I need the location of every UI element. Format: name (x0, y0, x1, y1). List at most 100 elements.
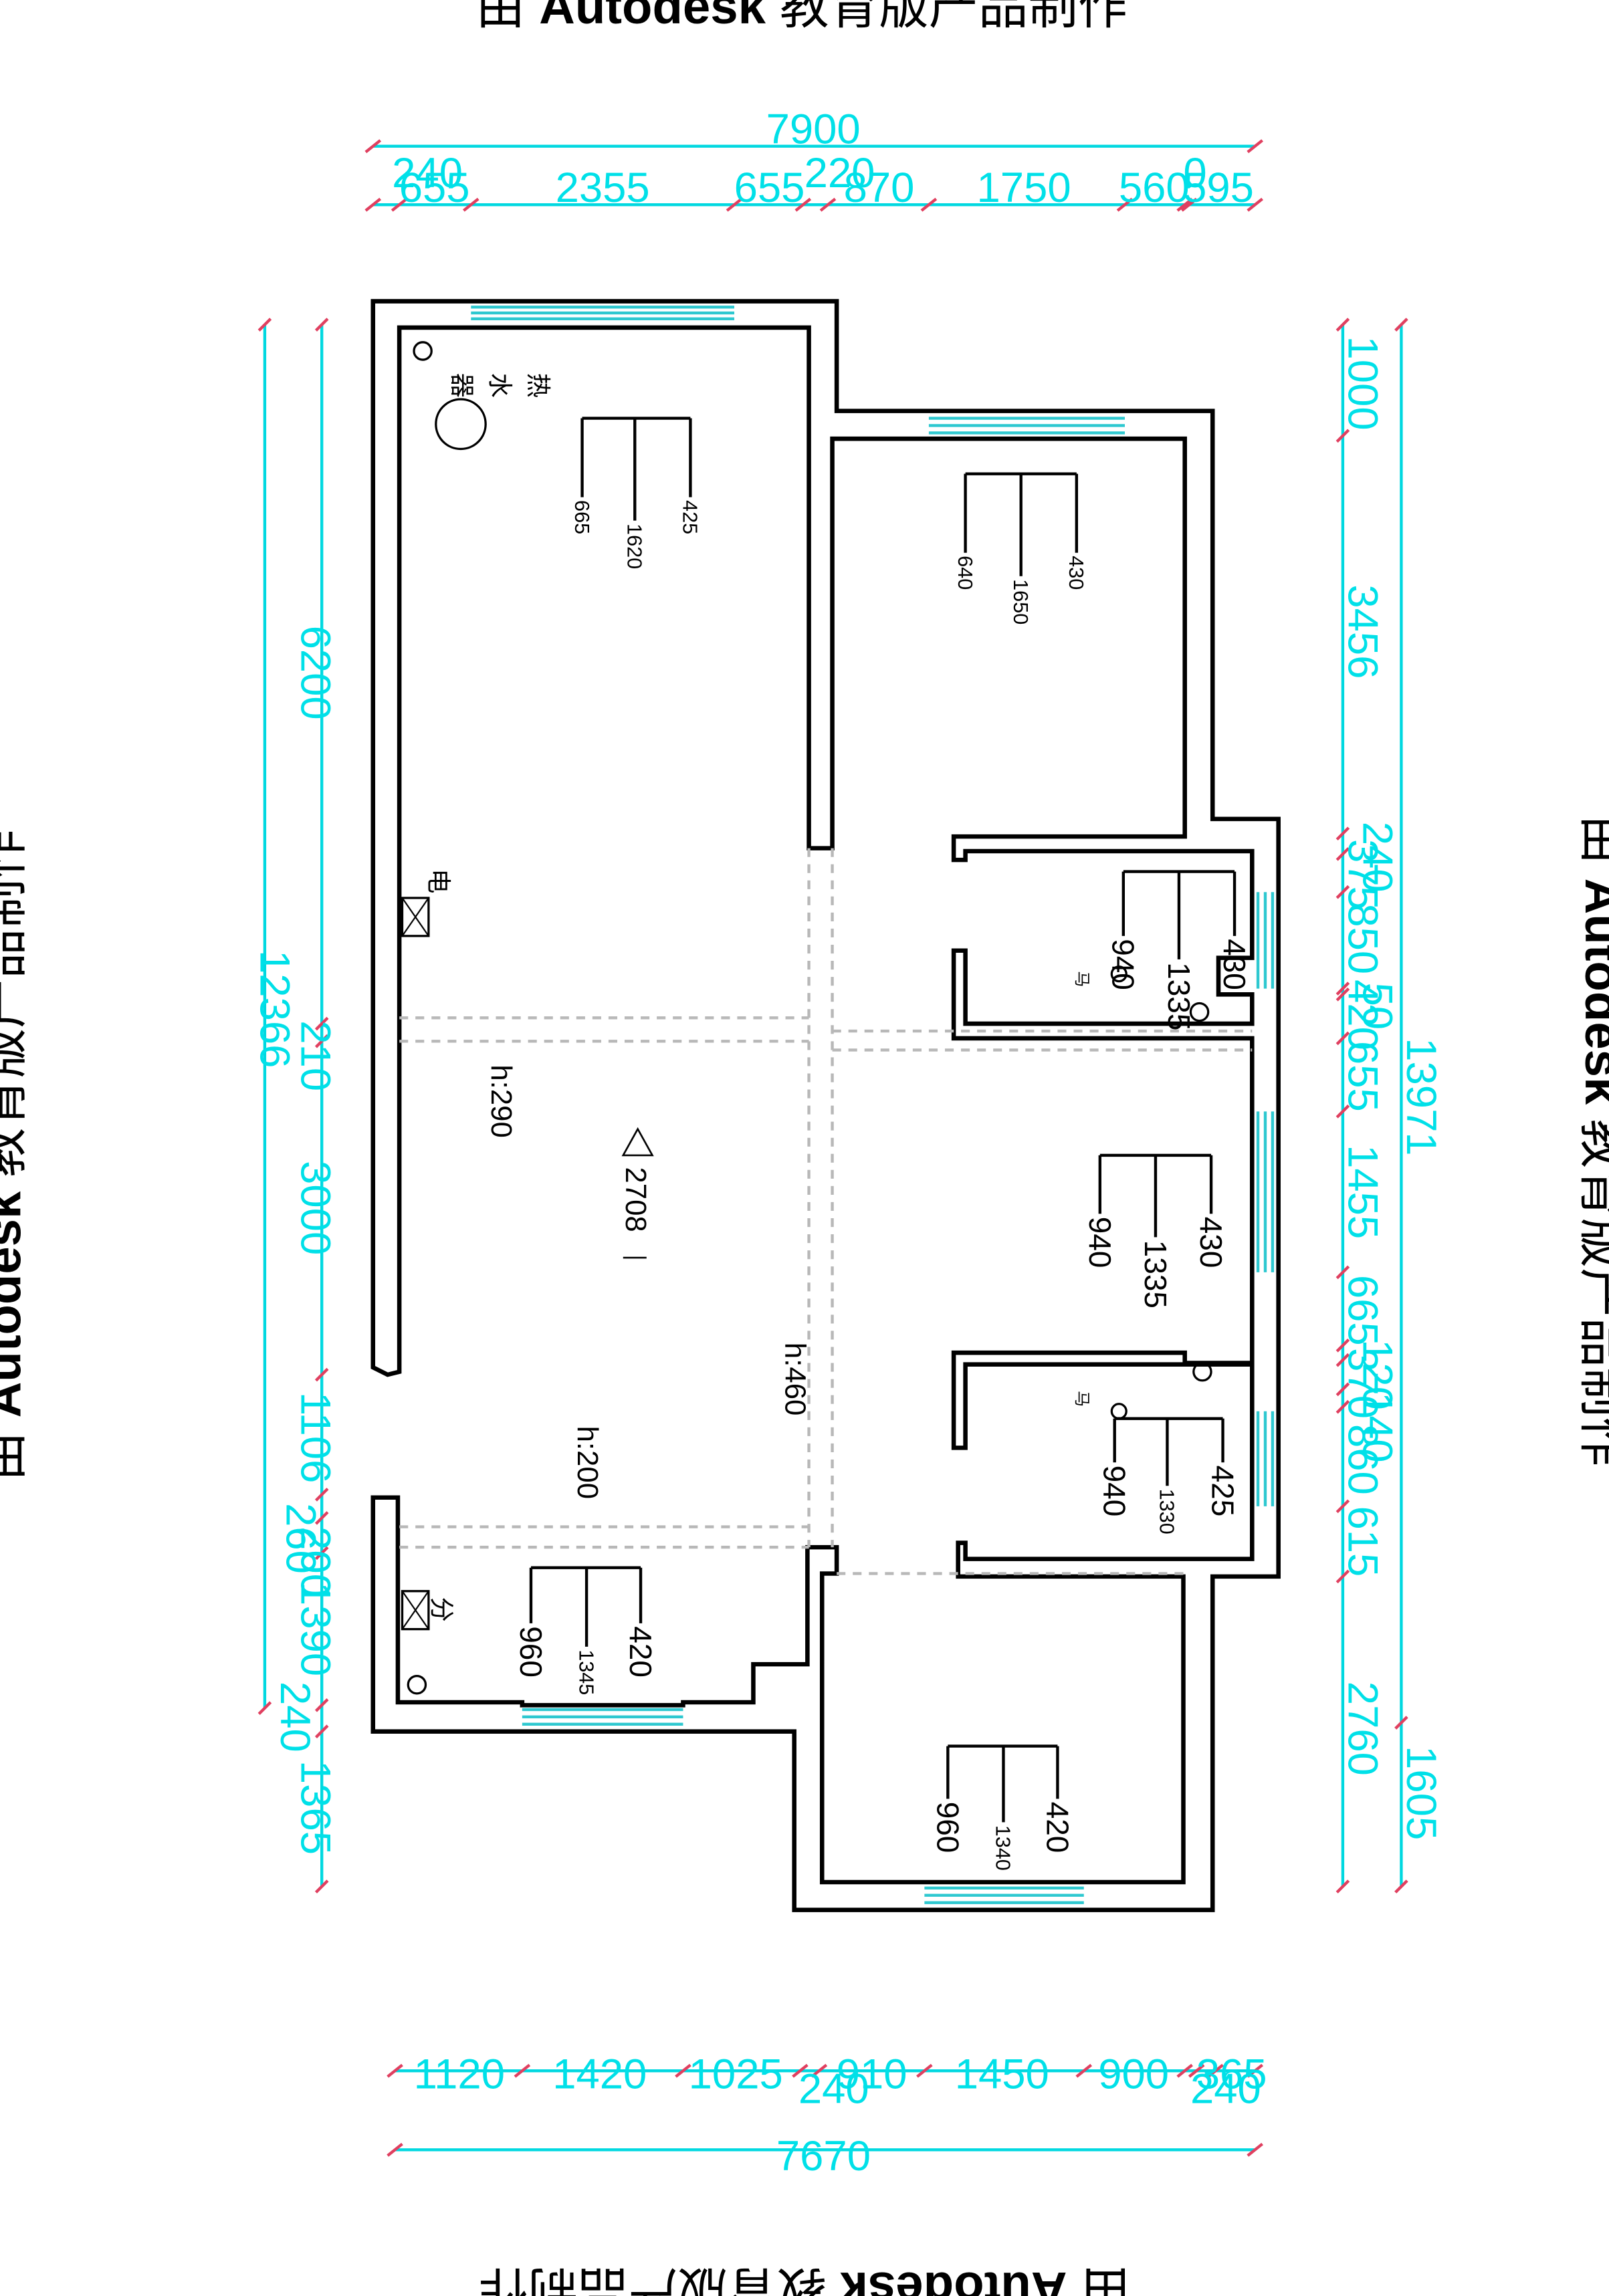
bottom-seg-3: 240 (798, 2065, 869, 2112)
left-seg-0: 6200 (292, 626, 339, 720)
fixture-value-right: 430 (1194, 1217, 1228, 1268)
fixture-value-right: 425 (1205, 1466, 1240, 1517)
right-seg-4: 850 (1339, 903, 1386, 974)
left-dimension-chain: 12366 6200 210 3000 1106 260 200 1390 24… (251, 318, 339, 1893)
left-seg-5: 200 (292, 1526, 339, 1597)
top-seg-5: 870 (844, 164, 915, 211)
right-seg-3: 375 (1339, 839, 1386, 910)
bottom-seg-0: 1120 (414, 2051, 505, 2097)
right-total-label: 13971 (1398, 1038, 1444, 1155)
right-subtotal-label: 1605 (1398, 1746, 1444, 1840)
fixture-value-mid: 1330 (1156, 1489, 1178, 1534)
right-seg-12: 140 (1354, 1392, 1401, 1463)
fixture-value-mid: 1335 (1138, 1240, 1173, 1308)
left-total-label: 12366 (251, 950, 298, 1068)
toilet-drain-icon (1110, 965, 1128, 983)
dashed-boundaries (399, 848, 1253, 1575)
water-heater-icon (435, 398, 487, 451)
height-h200: h:200 (571, 1426, 604, 1499)
fixture-value-right: 430 (1065, 556, 1087, 590)
watermark-top: 由 Autodesk 教育版产品制作 (475, 0, 1128, 34)
top-dimension-chain: 7900 240 655 2355 655 220 870 1750 560 0… (364, 106, 1263, 212)
watermark-left: 由 Autodesk 教育版产品制作 (0, 829, 31, 1481)
label-toilet-1: 马 (1073, 971, 1091, 987)
watermark-bottom: 由 Autodesk 教育版产品制作 (478, 2262, 1130, 2296)
fixture-value-mid: 1335 (1162, 962, 1196, 1030)
fixture-value-left: 640 (954, 556, 976, 590)
toilet-drain-icon (1110, 1403, 1128, 1420)
right-seg-6: 420 (1339, 980, 1386, 1050)
height-h290: h:290 (485, 1064, 518, 1137)
top-seg-1: 655 (399, 164, 470, 211)
right-seg-7: 655 (1339, 1041, 1386, 1112)
walls (370, 299, 1281, 1912)
right-dimension-chain: 1000 3456 240 375 850 50 420 655 1455 66… (1335, 318, 1444, 1893)
fixture-value-left: 960 (514, 1626, 548, 1678)
fixture-value-left: 940 (1097, 1466, 1132, 1517)
right-seg-0: 1000 (1339, 336, 1386, 431)
level-marker-icon (621, 1127, 654, 1157)
label-electric: 电 (424, 869, 453, 893)
right-seg-13: 860 (1339, 1424, 1386, 1495)
label-water-heater-3: 器 (447, 373, 477, 398)
fixture-value-mid: 1650 (1009, 579, 1032, 624)
bottom-total-label: 7670 (776, 2133, 871, 2180)
level-value: 2708 (619, 1167, 652, 1232)
bottom-seg-5: 1450 (955, 2051, 1049, 2097)
drain-icon (413, 341, 433, 361)
right-seg-2: 240 (1354, 822, 1401, 893)
left-seg-8: 1365 (292, 1760, 339, 1855)
label-water-heater-1: 热 (524, 373, 553, 398)
fixture-value-left: 665 (570, 500, 593, 534)
left-seg-6: 1390 (292, 1582, 339, 1676)
left-seg-4: 260 (278, 1503, 324, 1574)
left-seg-1: 210 (292, 1020, 339, 1091)
fixture-tree: 640 1650 430 (954, 472, 1087, 624)
right-seg-1: 3456 (1339, 584, 1386, 679)
label-toilet-2: 马 (1073, 1391, 1091, 1407)
room-labels: 热 水 器 电 分 马 马 (424, 373, 1091, 1622)
fixture-value-mid: 1345 (574, 1649, 597, 1695)
fixture-value-left: 940 (1083, 1217, 1117, 1268)
wall-left-room (370, 299, 1281, 1912)
fixture-value-mid: 1620 (623, 524, 646, 569)
top-seg-0: 240 (392, 150, 463, 197)
top-total-label: 7900 (766, 106, 861, 152)
left-seg-2: 3000 (292, 1161, 339, 1255)
fixture-value-right: 420 (1040, 1802, 1075, 1853)
top-seg-9: 595 (1183, 164, 1254, 211)
fixture-value-right: 425 (679, 500, 702, 534)
fixture-value-mid: 1340 (992, 1825, 1014, 1871)
height-h460: h:460 (779, 1343, 812, 1415)
bottom-seg-4: 910 (837, 2051, 907, 2097)
right-seg-10: 120 (1354, 1339, 1401, 1410)
right-seg-5: 50 (1354, 983, 1401, 1030)
watermark-right: 由 Autodesk 教育版产品制作 (1575, 815, 1609, 1467)
distribution-box-icon (401, 1590, 430, 1631)
drain-icon (1192, 1361, 1212, 1382)
bottom-seg-8: 365 (1196, 2051, 1267, 2097)
right-seg-9: 665 (1339, 1275, 1386, 1346)
right-seg-14: 615 (1339, 1506, 1386, 1577)
top-seg-8: 0 (1183, 150, 1206, 197)
fixture-tree: 665 1620 425 (570, 417, 702, 569)
height-annotations: h:290 h:460 h:200 2708 (485, 1064, 812, 1499)
drain-icon (407, 1674, 427, 1695)
bottom-dimension-chain: 1120 1420 1025 240 910 1450 900 240 365 … (387, 2051, 1267, 2180)
bottom-seg-6: 900 (1098, 2051, 1169, 2097)
fixture-value-left: 940 (1106, 939, 1141, 990)
bottom-seg-2: 1025 (689, 2051, 783, 2097)
top-seg-3: 655 (734, 164, 805, 211)
windows (471, 306, 1275, 1904)
left-seg-3: 1106 (292, 1392, 339, 1483)
label-water-heater-2: 水 (486, 373, 515, 398)
fixture-tree: 940 1335 430 (1083, 1153, 1228, 1308)
top-seg-4: 220 (804, 150, 875, 197)
fixture-tree: 940 1330 425 (1097, 1417, 1240, 1534)
label-distribution: 分 (427, 1597, 456, 1621)
